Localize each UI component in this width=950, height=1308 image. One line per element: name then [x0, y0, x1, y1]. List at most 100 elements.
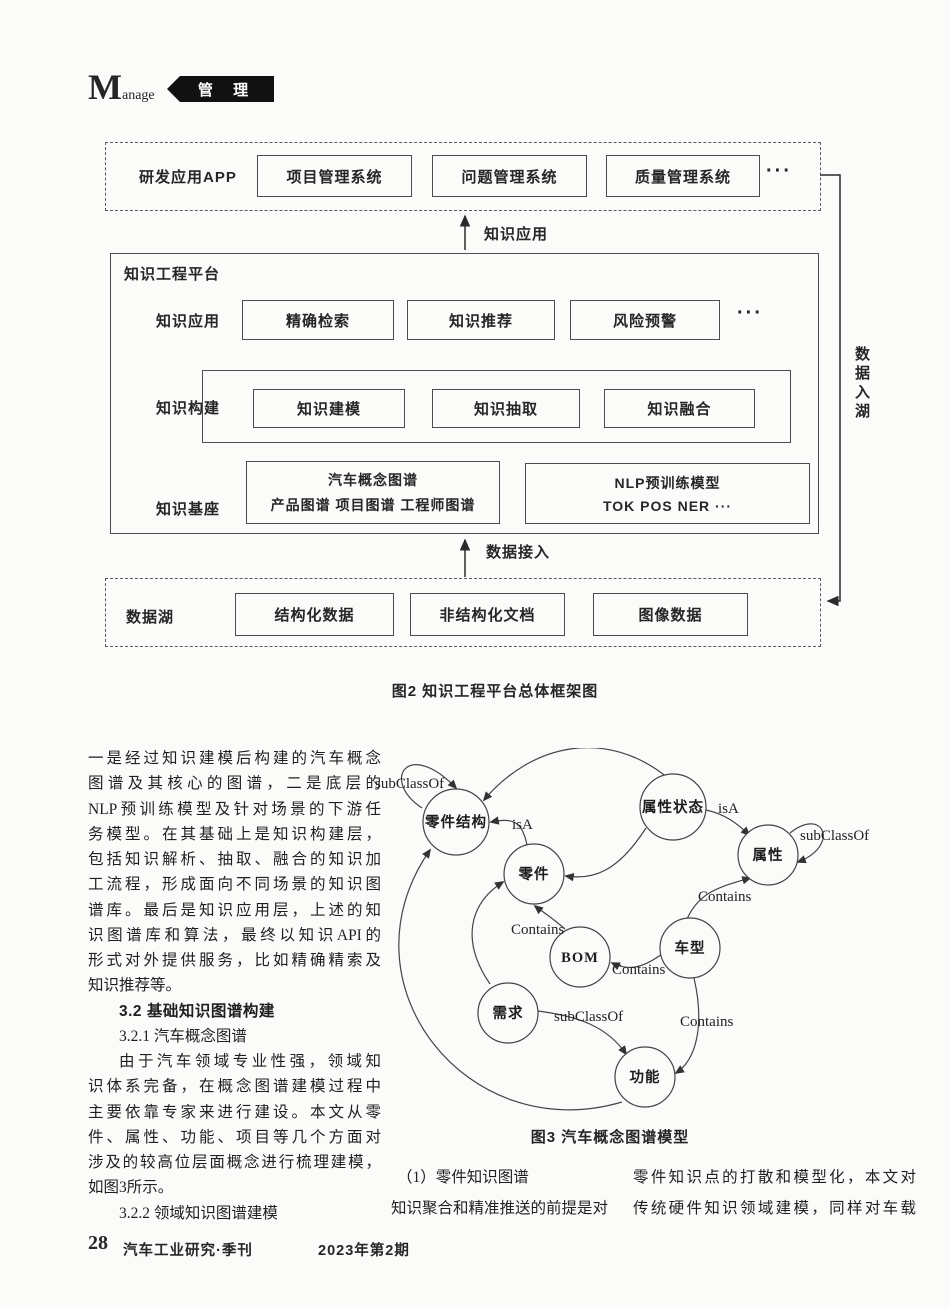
fig2-build-group-box [202, 370, 791, 443]
fig2-caption: 图2 知识工程平台总体框架图 [391, 683, 599, 700]
body-line: 件、属性、功能、项目等几个方面对 [88, 1128, 381, 1146]
edge-contains-model-to-bom [610, 953, 663, 971]
node-label-attribute: 属性 [753, 846, 784, 864]
middle-text-column: （1）零件知识图谱 知识聚合和精准推送的前提是对 [391, 1163, 636, 1224]
edge-function-to-part-structure [398, 848, 623, 1111]
body-line: 知识聚合和精准推送的前提是对 [391, 1199, 609, 1217]
fig2-box-quality-mgmt: 质量管理系统 [606, 155, 760, 197]
body-line: 包括知识解析、抽取、融合的知识加 [88, 851, 381, 868]
body-line: 知识推荐等。 [88, 977, 182, 995]
edge-label-isa-1: isA [512, 817, 533, 833]
fig2-row-app-ellipsis: ··· [737, 302, 763, 324]
fig2-platform-box [110, 253, 819, 534]
body-line: 传统硬件知识领域建模，同样对车载 [633, 1199, 916, 1217]
fig2-box-project-mgmt: 项目管理系统 [257, 155, 412, 197]
edge-label-subclassof-1: subClassOf [375, 776, 444, 792]
logo-rest: anage [121, 88, 155, 103]
fig2-box-knowledge-recommend: 知识推荐 [407, 300, 555, 340]
edge-demand-to-part [471, 881, 505, 985]
fig2-car-graph-line1: 汽车概念图谱 [328, 472, 418, 488]
edge-subclassof-self-loop-part-structure [400, 764, 458, 809]
node-attribute-state [639, 773, 707, 841]
node-part-structure [422, 788, 490, 856]
fig2-car-graph-line2: 产品图谱 项目图谱 工程师图谱 [270, 497, 476, 513]
section-tag-manage: 管 理 [167, 76, 274, 102]
heading-3-2-1: 3.2.1 汽车概念图谱 [119, 1027, 247, 1045]
fig2-connector-data-into-lake [820, 174, 841, 607]
node-part [503, 843, 565, 905]
body-line: 主要依靠专家来进行建设。本文从零 [88, 1103, 381, 1121]
edge-label-contains-4: Contains [680, 1014, 733, 1030]
body-line: （1）零件知识图谱 [397, 1169, 529, 1186]
fig2-box-issue-mgmt: 问题管理系统 [432, 155, 587, 197]
fig2-platform-title: 知识工程平台 [124, 266, 221, 283]
fig2-box-car-concept-graph: 汽车概念图谱 产品图谱 项目图谱 工程师图谱 [246, 461, 500, 524]
body-line: 由于汽车领域专业性强，领域知 [119, 1053, 381, 1070]
fig2-box-structured-data: 结构化数据 [235, 593, 394, 636]
edge-isa-attrstate-to-attribute [705, 809, 751, 837]
fig2-box-image-data: 图像数据 [593, 593, 748, 636]
edge-label-isa-2: isA [718, 801, 739, 817]
fig2-row-app-label: 知识应用 [156, 313, 221, 330]
edge-subclassof-demand-to-function [537, 1010, 628, 1056]
fig2-row-base-label: 知识基座 [156, 501, 221, 518]
node-label-bom: BOM [561, 950, 599, 966]
body-line: 工流程，形成面向不同场景的知识图 [88, 876, 381, 894]
edge-subclassof-self-loop-attribute [789, 823, 824, 864]
node-label-part-structure: 零件结构 [424, 813, 487, 831]
fig2-lake-label: 数据湖 [126, 609, 175, 626]
fig2-arrow-label-data-access: 数据接入 [486, 544, 551, 561]
fig2-box-knowledge-fusion: 知识融合 [604, 389, 755, 428]
right-text-column: 零件知识点的打散和模型化，本文对 传统硬件知识领域建模，同样对车载 [633, 1163, 916, 1224]
node-vehicle-model [659, 917, 721, 979]
fig2-row-build-label: 知识构建 [156, 400, 221, 417]
edge-label-contains-2: Contains [511, 922, 564, 938]
node-label-attribute-state: 属性状态 [642, 798, 704, 816]
journal-name: 汽车工业研究·季刊 [123, 1243, 253, 1259]
edge-label-contains-1: Contains [698, 889, 751, 905]
edge-attrstate-to-part-structure [482, 748, 669, 802]
node-bom [549, 926, 611, 988]
fig3-caption: 图3 汽车概念图谱模型 [530, 1129, 690, 1146]
issue-info: 2023年第2期 [318, 1243, 410, 1259]
node-label-demand: 需求 [493, 1004, 524, 1022]
node-attribute [737, 824, 799, 886]
node-function [614, 1046, 676, 1108]
fig2-side-arrow-label-data-into-lake: 数据入湖 [853, 346, 870, 422]
fig2-box-unstructured-docs: 非结构化文档 [410, 593, 565, 636]
edge-label-subclassof-3: subClassOf [554, 1009, 623, 1025]
body-line: 务模型。在其基础上是知识构建层， [88, 825, 381, 843]
body-line: 图谱及其核心的图谱，二是底层的 [88, 775, 381, 793]
body-line: 一是经过知识建模后构建的汽车概念 [88, 750, 381, 767]
node-label-part: 零件 [518, 865, 550, 883]
body-line: 零件知识点的打散和模型化，本文对 [633, 1169, 916, 1186]
fig2-arrow-label-knowledge-app: 知识应用 [484, 226, 549, 243]
body-line: 识图谱库和算法，最终以知识API的 [88, 926, 381, 944]
edge-contains-model-to-attribute [686, 876, 752, 920]
body-line: 谱库。最后是知识应用层，上述的知 [88, 901, 381, 919]
body-line: 涉及的较高位层面概念进行梳理建模， [88, 1154, 381, 1171]
node-label-function: 功能 [630, 1068, 661, 1086]
heading-3-2: 3.2 基础知识图谱构建 [119, 1002, 275, 1020]
fig2-lake-dashed-box [105, 578, 821, 647]
edge-contains-bom-to-part [533, 904, 566, 930]
page-number: 28 [88, 1232, 108, 1254]
node-demand [477, 982, 539, 1044]
figure3-concept-graph: 零件结构 属性状态 属性 零件 BOM 车型 需求 功能 subClassOf … [375, 748, 869, 1111]
fig2-box-knowledge-modeling: 知识建模 [253, 389, 405, 428]
body-line: 形式对外提供服务，比如精确精索及 [88, 952, 381, 969]
heading-3-2-2: 3.2.2 领域知识图谱建模 [119, 1204, 278, 1222]
edge-label-subclassof-2: subClassOf [800, 828, 869, 844]
fig2-app-dashed-box [105, 142, 821, 211]
fig2-box-nlp-model: NLP预训练模型 TOK POS NER ··· [525, 463, 810, 524]
node-label-vehicle-model: 车型 [675, 939, 706, 957]
body-line: NLP预训练模型及针对场景的下游任 [88, 800, 381, 818]
edge-attrstate-to-part [564, 827, 647, 882]
logo-letter-m: M [88, 67, 122, 107]
edge-isa-part-to-part-structure [489, 816, 528, 846]
edge-contains-model-to-function [674, 977, 700, 1074]
journal-logo: Manage [88, 69, 155, 105]
fig2-box-risk-warning: 风险预警 [570, 300, 720, 340]
fig2-nlp-line1: NLP预训练模型 [614, 475, 721, 491]
